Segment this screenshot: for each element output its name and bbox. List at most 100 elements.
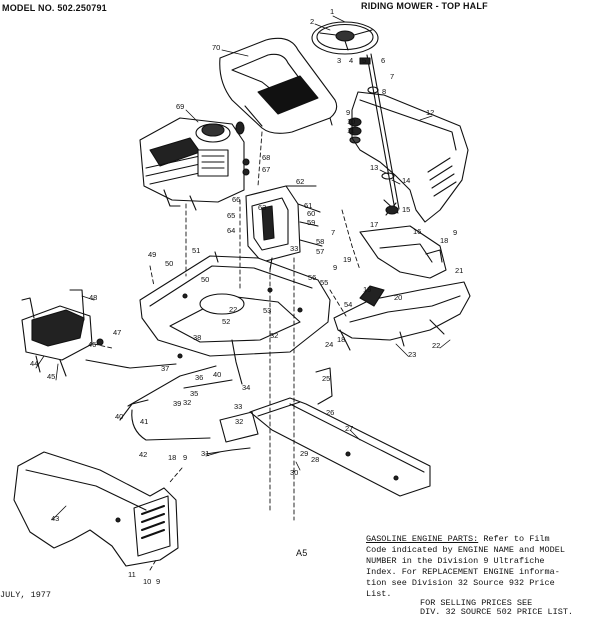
part-number-label: 54 [344, 300, 352, 309]
price-note-line: DIV. 32 SOURCE 502 PRICE LIST. [420, 607, 574, 617]
part-number-label: 47 [113, 328, 121, 337]
part-number-label: 17 [370, 220, 378, 229]
part-number-label: 44 [30, 359, 38, 368]
part-number-label: 11 [128, 570, 136, 579]
model-number: MODEL NO. 502.250791 [2, 3, 107, 13]
part-number-label: 50 [165, 259, 173, 268]
part-number-label: 69 [176, 102, 184, 111]
part-number-label: 9 [183, 453, 187, 462]
part-number-label: 30 [290, 468, 298, 477]
part-number-label: 18 [168, 453, 176, 462]
part-number-label: 36 [195, 373, 203, 382]
transmission [21, 289, 104, 377]
page-code: A5 [296, 548, 308, 558]
part-number-label: 29 [300, 449, 308, 458]
leader-lines [35, 15, 451, 521]
part-number-label: 8 [382, 87, 386, 96]
part-number-label: 32 [235, 417, 243, 426]
part-number-label: 34 [242, 383, 250, 392]
front-hood [333, 225, 471, 347]
engine-parts-line: Index. For REPLACEMENT ENGINE informa- [366, 567, 560, 577]
part-number-label: 66 [232, 195, 240, 204]
print-date: JULY, 1977 [0, 590, 52, 600]
part-number-label: 16 [413, 227, 421, 236]
part-number-label: 7 [390, 72, 394, 81]
engine-parts-line: tion see Division 32 Source 932 Price [366, 578, 555, 588]
part-number-label: 49 [148, 250, 156, 259]
part-number-label: 59 [307, 218, 315, 227]
seat [219, 37, 338, 134]
engine-parts-line: NUMBER in the Division 9 Ultrafiche [366, 556, 545, 566]
part-number-label: 1 [330, 7, 334, 16]
part-number-label: 45 [47, 372, 55, 381]
part-number-label: 15 [402, 205, 410, 214]
part-number-label: 39 [173, 399, 181, 408]
part-number-label: 18 [337, 335, 345, 344]
part-number-label: 65 [227, 211, 235, 220]
part-number-label: 5 [362, 56, 366, 65]
part-number-label: 9 [156, 577, 160, 586]
part-number-label: 67 [262, 165, 270, 174]
part-number-label: 40 [213, 370, 221, 379]
part-number-label: 46 [88, 340, 96, 349]
part-number-label: 3 [337, 56, 341, 65]
part-number-label: 20 [394, 293, 402, 302]
part-number-label: 32 [183, 398, 191, 407]
engine-parts-line: List. [366, 589, 392, 599]
part-number-label: 56 [308, 273, 316, 282]
engine-parts-line: Code indicated by ENGINE NAME and MODEL [366, 545, 565, 555]
part-number-label: 33 [234, 402, 242, 411]
part-number-label: 32 [270, 331, 278, 340]
part-number-label: 10 [347, 117, 355, 126]
part-number-label: 14 [402, 176, 410, 185]
part-number-label: 38 [193, 333, 201, 342]
steering-shaft [348, 53, 400, 216]
part-number-label: 40 [115, 412, 123, 421]
part-number-label: 68 [262, 153, 270, 162]
part-number-label: 63 [258, 203, 266, 212]
part-number-label: 4 [349, 56, 353, 65]
part-number-label: 64 [227, 226, 235, 235]
part-number-label: 50 [201, 275, 209, 284]
explode-lines [93, 131, 361, 571]
price-note-line: FOR SELLING PRICES SEE [420, 598, 533, 608]
part-number-label: 60 [307, 209, 315, 218]
part-number-label: 10 [143, 577, 151, 586]
part-number-label: 2 [310, 17, 314, 26]
part-number-label: 42 [139, 450, 147, 459]
part-number-label: 22 [229, 305, 237, 314]
part-number-label: 23 [408, 350, 416, 359]
rear-fender [13, 451, 179, 567]
part-number-label: 6 [381, 56, 385, 65]
steering-wheel [311, 21, 379, 55]
part-number-label: 37 [161, 364, 169, 373]
part-number-label: 48 [89, 293, 97, 302]
part-number-label: 18 [440, 236, 448, 245]
part-number-label: 19 [363, 285, 371, 294]
part-number-label: 43 [51, 514, 59, 523]
part-number-label: 41 [140, 417, 148, 426]
part-number-label: 53 [263, 306, 271, 315]
part-number-label: 55 [320, 278, 328, 287]
linkage-rods [85, 329, 351, 455]
part-number-label: 70 [212, 43, 220, 52]
engine [139, 117, 250, 211]
part-number-label: 24 [325, 340, 333, 349]
part-number-label: 9 [453, 228, 457, 237]
part-number-label: 35 [190, 389, 198, 398]
part-number-label: 57 [316, 247, 324, 256]
part-number-label: 21 [455, 266, 463, 275]
part-number-label: 26 [326, 408, 334, 417]
part-number-label: 19 [343, 255, 351, 264]
part-number-label: 28 [311, 455, 319, 464]
engine-parts-line: Refer to Film [483, 534, 550, 544]
part-number-label: 22 [432, 341, 440, 350]
part-number-label: 9 [346, 108, 350, 117]
part-number-label: 7 [331, 228, 335, 237]
part-number-label: 58 [316, 237, 324, 246]
dash-panel [351, 91, 469, 223]
part-number-label: 33 [290, 244, 298, 253]
